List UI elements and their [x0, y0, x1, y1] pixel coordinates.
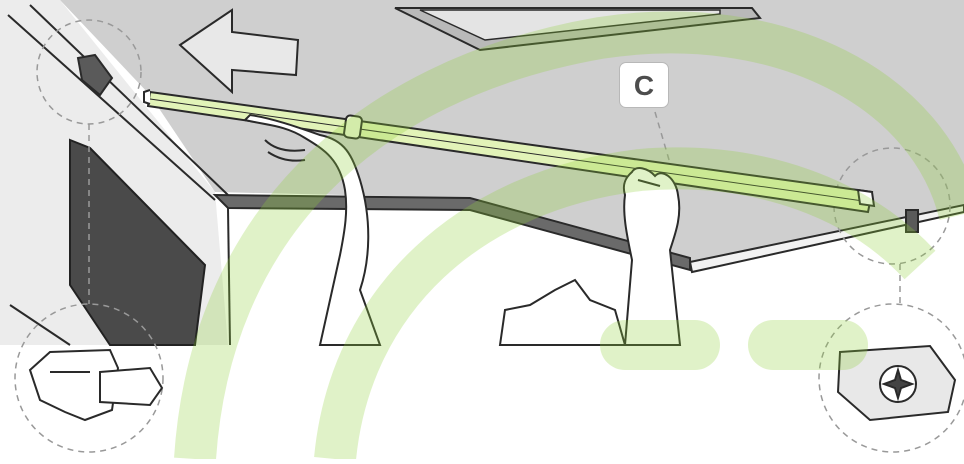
clip-detail-icon: [30, 350, 162, 420]
right-hand: [624, 168, 680, 345]
callout-label-c: C: [619, 62, 669, 108]
